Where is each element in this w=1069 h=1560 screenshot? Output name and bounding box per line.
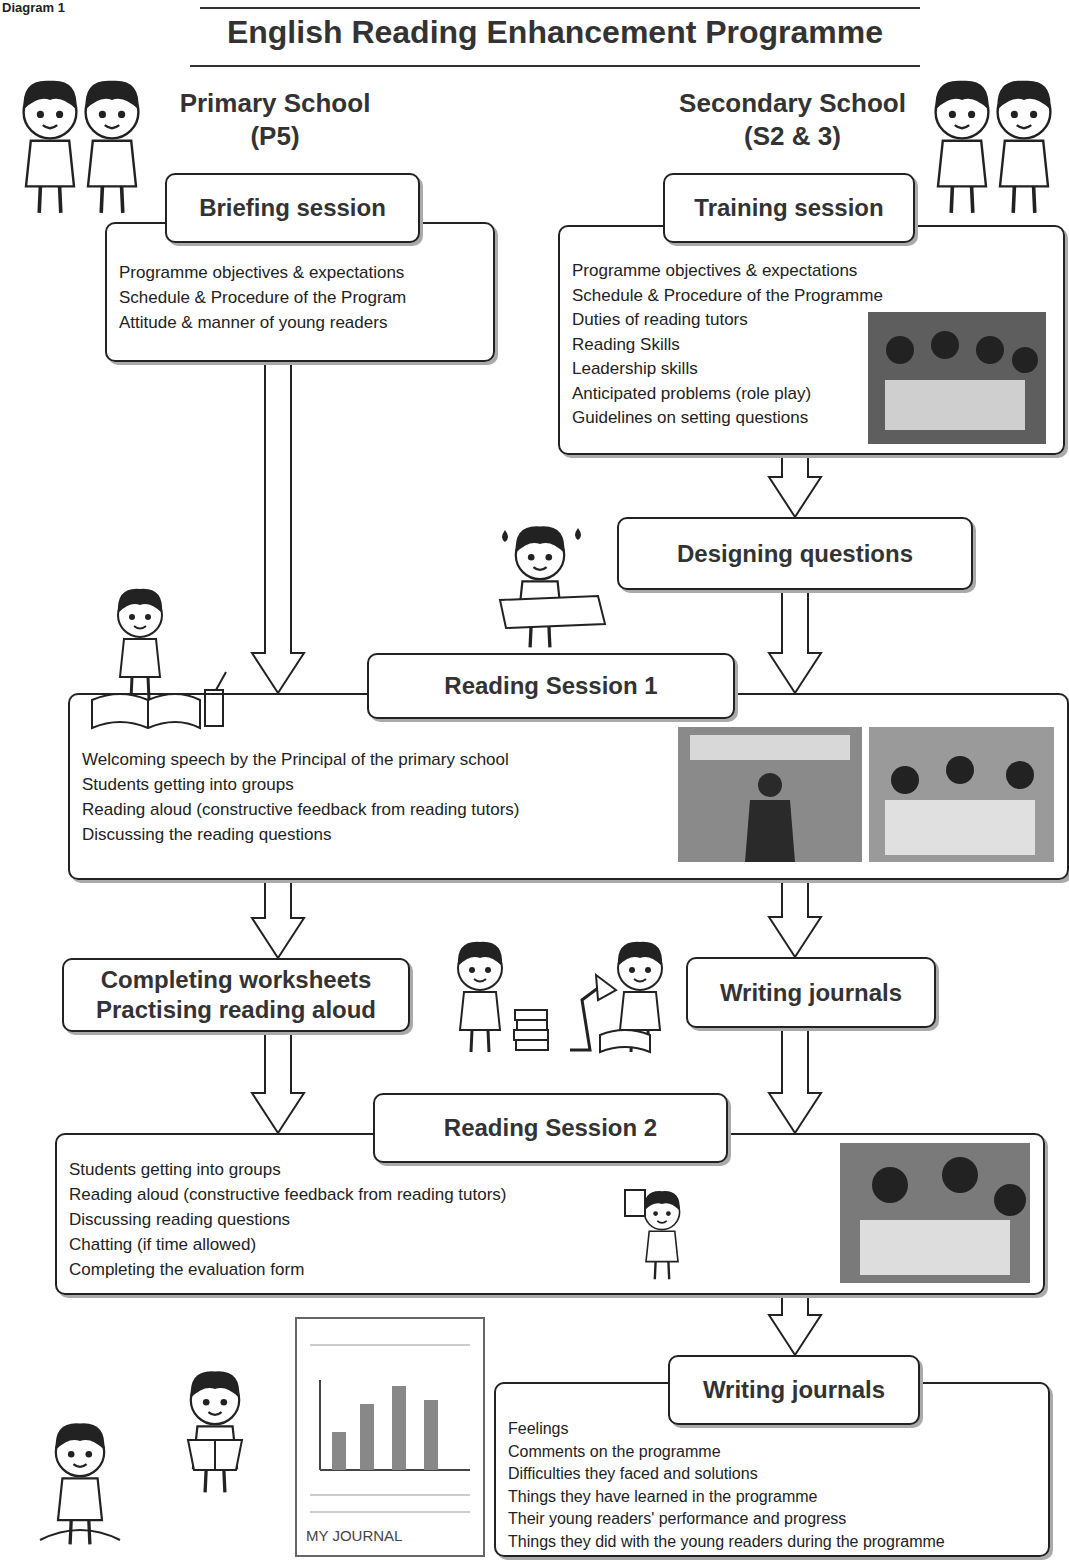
section-heading: (P5) — [140, 121, 410, 152]
hollow-arrow — [769, 1028, 821, 1133]
pupil-with-card — [625, 1190, 680, 1279]
hollow-arrow — [769, 590, 821, 693]
hollow-arrow — [252, 1032, 304, 1133]
box-text: Practising reading aloud — [96, 995, 376, 1025]
cartoon-pupil — [85, 81, 138, 213]
title-rule — [200, 7, 920, 9]
body-text: Chatting (if time allowed) — [69, 1232, 1033, 1257]
cartoon-pupil — [23, 81, 76, 213]
training-panel: Training sessionProgramme objectives & e… — [558, 225, 1065, 455]
photo — [869, 727, 1054, 862]
worried-tutor — [500, 526, 605, 647]
box-text: Designing questions — [677, 539, 913, 569]
body-text: Welcoming speech by the Principal of the… — [82, 747, 1057, 772]
body-text: Schedule & Procedure of the Program — [119, 285, 483, 310]
reading-girl — [92, 589, 226, 728]
heading-tab: Reading Session 1 — [367, 653, 735, 719]
body-text: Students getting into groups — [82, 772, 1057, 797]
section-heading: Primary School — [140, 88, 410, 119]
journal-panel: Writing journalsFeelingsComments on the … — [494, 1382, 1050, 1557]
body-text: Reading Skills — [572, 333, 1053, 358]
figure-number: Diagram 1 — [2, 0, 122, 15]
process-box: Writing journals — [686, 957, 936, 1028]
hollow-arrow — [769, 880, 821, 957]
body-text: Reading aloud (constructive feedback fro… — [82, 797, 1057, 822]
title-text: English Reading Enhancement Programme — [190, 14, 920, 51]
body-text: Comments on the programme — [508, 1441, 1038, 1464]
section-heading: Secondary School — [655, 88, 930, 119]
body-text: Things they did with the young readers d… — [508, 1531, 1038, 1554]
body-text: Things they have learned in the programm… — [508, 1486, 1038, 1509]
photo — [868, 312, 1046, 444]
heading-tab: Training session — [663, 173, 915, 243]
hollow-arrow — [252, 362, 304, 693]
body-text: Completing the evaluation form — [69, 1257, 1033, 1282]
title-rule — [190, 65, 920, 67]
process-box: Completing worksheetsPractising reading … — [62, 958, 410, 1032]
hollow-arrow — [769, 455, 821, 517]
body-text: Attitude & manner of young readers — [119, 310, 483, 335]
body-text: Duties of reading tutors — [572, 308, 1053, 333]
body-text: Anticipated problems (role play) — [572, 382, 1053, 407]
body-text: Leadership skills — [572, 357, 1053, 382]
briefing-panel: Briefing sessionProgramme objectives & e… — [105, 222, 495, 362]
heading-tab: Writing journals — [668, 1355, 920, 1425]
box-text: Completing worksheets — [101, 965, 372, 995]
cartoon-pupil — [935, 81, 988, 213]
hollow-arrow — [769, 1295, 821, 1355]
body-text: Reading aloud (constructive feedback fro… — [69, 1182, 1033, 1207]
body-text: Schedule & Procedure of the Programme — [572, 284, 1053, 309]
box-text: Writing journals — [720, 978, 902, 1008]
body-text: Discussing the reading questions — [82, 822, 1057, 847]
heading-tab: Briefing session — [165, 173, 420, 243]
body-text: Their young readers' performance and pro… — [508, 1508, 1038, 1531]
photo — [678, 727, 862, 862]
body-text: Discussing reading questions — [69, 1207, 1033, 1232]
journal-caption: MY JOURNAL — [306, 1527, 476, 1544]
reading-children — [40, 1371, 242, 1544]
reading-session-panel: Reading Session 1Welcoming speech by the… — [68, 693, 1069, 880]
section-heading: (S2 & 3) — [655, 121, 930, 152]
body-text: Programme objectives & expectations — [572, 259, 1053, 284]
hollow-arrow — [252, 880, 304, 958]
heading-tab: Reading Session 2 — [373, 1093, 728, 1163]
body-text: Difficulties they faced and solutions — [508, 1463, 1038, 1486]
body-text: Guidelines on setting questions — [572, 406, 1053, 431]
photo — [840, 1143, 1030, 1283]
process-box: Designing questions — [617, 517, 973, 590]
cartoon-pupil — [997, 81, 1050, 213]
journal-page — [296, 1318, 484, 1556]
body-text: Programme objectives & expectations — [119, 260, 483, 285]
reading-session-panel: Reading Session 2Students getting into g… — [55, 1133, 1045, 1295]
studying-pupils — [458, 942, 662, 1052]
